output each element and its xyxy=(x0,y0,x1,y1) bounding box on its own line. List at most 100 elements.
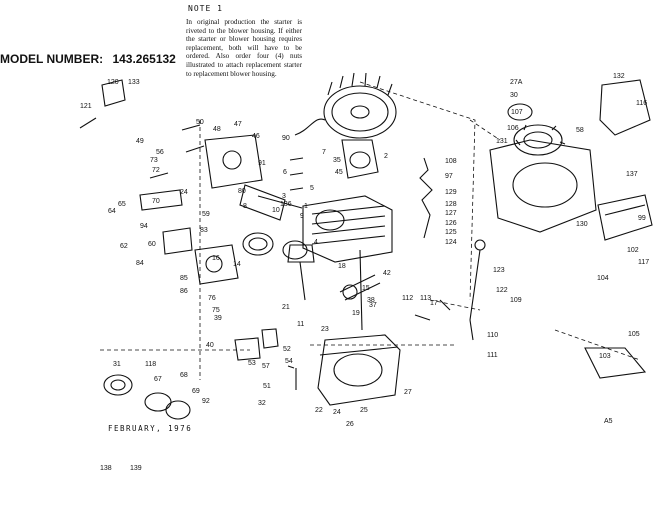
part-callout: 106 xyxy=(507,125,519,132)
part-callout: 46 xyxy=(252,133,260,140)
part-callout: 90 xyxy=(282,135,290,142)
diagram-date: FEBRUARY, 1976 xyxy=(108,424,193,433)
part-callout: 38 xyxy=(367,297,375,304)
part-callout: 103 xyxy=(599,353,611,360)
part-callout: 40 xyxy=(206,342,214,349)
part-callout: 73 xyxy=(150,157,158,164)
part-callout: 26 xyxy=(346,421,354,428)
part-callout: 80 xyxy=(238,188,246,195)
part-callout: 92 xyxy=(202,398,210,405)
part-callout: 124 xyxy=(445,239,457,246)
part-callout: 104 xyxy=(597,275,609,282)
part-callout: 27 xyxy=(404,389,412,396)
part-callout: 25 xyxy=(360,407,368,414)
part-callout: 125 xyxy=(445,229,457,236)
part-callout: 47 xyxy=(234,121,242,128)
part-callout: 16 xyxy=(212,255,220,262)
part-callout: 112 xyxy=(402,295,413,302)
part-callout: 131 xyxy=(496,138,508,145)
part-callout: 91 xyxy=(258,160,266,167)
part-callout: 108 xyxy=(445,158,457,165)
part-callout: 129 xyxy=(445,189,457,196)
part-callout: 76 xyxy=(208,295,216,302)
part-callout: 72 xyxy=(152,167,160,174)
part-callout: 24 xyxy=(333,409,341,416)
part-callout: 138 xyxy=(100,465,112,472)
model-number-value: 143.265132 xyxy=(112,52,176,66)
model-number-line: MODEL NUMBER: 143.265132 xyxy=(0,52,176,66)
part-callout: 62 xyxy=(120,243,128,250)
part-callout: 122 xyxy=(496,287,508,294)
part-callout: 105 xyxy=(628,331,640,338)
part-callout: 113 xyxy=(420,295,431,302)
part-callout: 60 xyxy=(148,241,156,248)
part-callout: 75 xyxy=(212,307,220,314)
part-callout: 31 xyxy=(113,361,121,368)
part-callout: 51 xyxy=(263,383,271,390)
part-callout: 56 xyxy=(156,149,164,156)
part-callout: 14 xyxy=(233,261,241,268)
part-callout: 123 xyxy=(493,267,505,274)
part-callout: 109 xyxy=(510,297,522,304)
note-text: In original production the starter is ri… xyxy=(186,18,302,78)
part-callout: 120 xyxy=(107,79,119,86)
part-callout: 126 xyxy=(445,220,457,227)
part-callout: 86 xyxy=(180,288,188,295)
part-callout: 19 xyxy=(352,310,360,317)
part-callout: 50 xyxy=(196,119,204,126)
part-callout: 49 xyxy=(136,138,144,145)
part-callout: 116 xyxy=(636,100,647,107)
part-callout: 127 xyxy=(445,210,457,217)
part-callout: 2 xyxy=(384,153,388,160)
part-callout: 111 xyxy=(487,352,498,359)
part-callout: 45 xyxy=(335,169,343,176)
part-callout: 133 xyxy=(128,79,140,86)
part-callout: 83 xyxy=(200,227,208,234)
part-callout: 128 xyxy=(445,201,457,208)
part-callout: 84 xyxy=(136,260,144,267)
part-callout: 21 xyxy=(282,304,290,311)
part-callout: 48 xyxy=(213,126,221,133)
note-title: NOTE 1 xyxy=(188,4,223,13)
part-callout: 23 xyxy=(321,326,329,333)
part-callout: 69 xyxy=(192,388,200,395)
part-callout: 9 xyxy=(300,213,304,220)
part-callout: 52 xyxy=(283,346,291,353)
part-callout: 15 xyxy=(362,285,370,292)
part-callout: 99 xyxy=(638,215,646,222)
part-callout: 121 xyxy=(80,103,92,110)
part-callout: 107 xyxy=(511,109,523,116)
part-callout: 22 xyxy=(315,407,323,414)
part-callout: 70 xyxy=(152,198,160,205)
part-callout: 85 xyxy=(180,275,188,282)
part-callout: 11 xyxy=(297,321,304,328)
part-callout: 10 xyxy=(272,207,280,214)
part-callout: 67 xyxy=(154,376,162,383)
part-callout: 59 xyxy=(202,211,210,218)
part-callout: 58 xyxy=(576,127,584,134)
part-callout: 17 xyxy=(430,300,438,307)
part-callout: 35 xyxy=(333,157,341,164)
part-callout: 42 xyxy=(383,270,391,277)
part-callout: 64 xyxy=(108,208,116,215)
part-callout: 39 xyxy=(214,315,222,322)
part-callout: 18 xyxy=(338,263,346,270)
part-callout: 4 xyxy=(314,239,318,246)
part-callout: 139 xyxy=(130,465,142,472)
part-callout: 94 xyxy=(140,223,148,230)
page-code: A5 xyxy=(604,418,613,425)
part-callout: 102 xyxy=(627,247,639,254)
part-callout: 118 xyxy=(145,361,156,368)
part-callout: 30 xyxy=(510,92,518,99)
part-callout: 117 xyxy=(638,259,649,266)
part-callout: 97 xyxy=(445,173,453,180)
part-callout: 6 xyxy=(283,169,287,176)
part-callout: 3 xyxy=(282,193,286,200)
part-callout: 32 xyxy=(258,400,266,407)
part-callout: 53 xyxy=(248,360,256,367)
part-callout: 27A xyxy=(510,79,523,86)
part-callout: 68 xyxy=(180,372,188,379)
part-callout: 130 xyxy=(576,221,588,228)
